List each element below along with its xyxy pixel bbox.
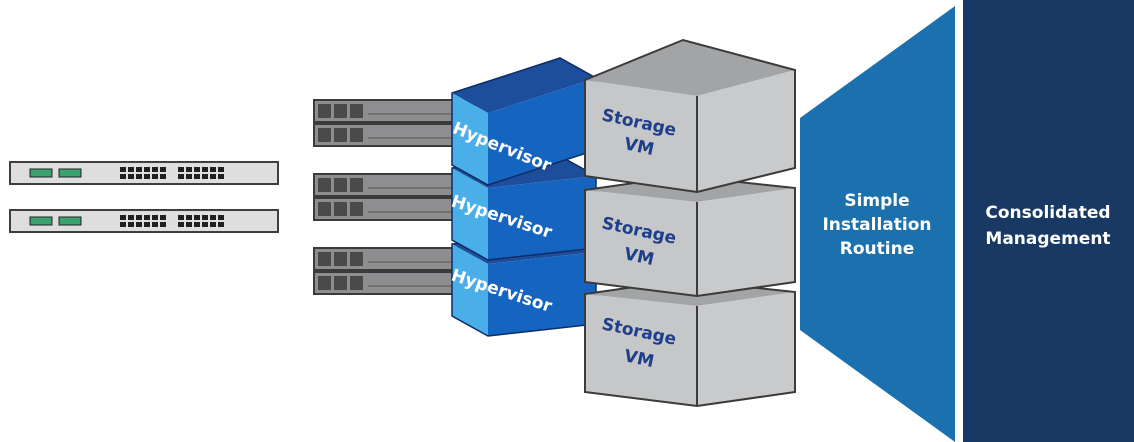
- switch-port: [202, 167, 208, 172]
- switch-port: [178, 174, 184, 179]
- switch-port: [218, 222, 224, 227]
- switch-port: [186, 167, 192, 172]
- switch-port: [128, 174, 134, 179]
- switch-port: [144, 174, 150, 179]
- switch-port: [218, 215, 224, 220]
- switch-port: [144, 215, 150, 220]
- install-panel: Simple Installation Routine: [800, 6, 955, 442]
- switch-port: [128, 222, 134, 227]
- switch-port: [178, 222, 184, 227]
- switch-port: [144, 167, 150, 172]
- switch-port: [202, 174, 208, 179]
- switch-ports: [120, 215, 224, 227]
- switch-port: [186, 174, 192, 179]
- network-switch-1: [9, 161, 279, 185]
- switch-port: [136, 167, 142, 172]
- install-panel-line3: Routine: [840, 239, 914, 259]
- server-2: [313, 173, 475, 221]
- storage-vm-1: [584, 38, 796, 194]
- switch-port: [120, 167, 126, 172]
- switch-port: [152, 222, 158, 227]
- switch-port: [186, 215, 192, 220]
- switch-port: [136, 174, 142, 179]
- management-panel-line2: Management: [985, 229, 1110, 249]
- server-3: [313, 247, 475, 295]
- switch-port: [160, 174, 166, 179]
- switch-port: [202, 222, 208, 227]
- switch-port: [136, 222, 142, 227]
- switch-port: [178, 167, 184, 172]
- switch-port: [160, 167, 166, 172]
- switch-port: [128, 167, 134, 172]
- install-panel-line1: Simple: [844, 191, 909, 211]
- switch-port: [210, 174, 216, 179]
- switch-port: [160, 222, 166, 227]
- network-switch-2: [9, 209, 279, 233]
- switch-port: [160, 215, 166, 220]
- switch-port: [210, 222, 216, 227]
- switch-port: [178, 215, 184, 220]
- management-panel: Consolidated Management: [963, 0, 1134, 442]
- switch-port: [194, 215, 200, 220]
- install-panel-line2: Installation: [822, 215, 931, 235]
- switch-port: [210, 167, 216, 172]
- switch-port: [144, 222, 150, 227]
- switch-port: [194, 174, 200, 179]
- switch-port: [152, 174, 158, 179]
- switch-port: [152, 167, 158, 172]
- hypervisor-1: [451, 57, 597, 186]
- management-panel-line1: Consolidated: [985, 203, 1110, 223]
- switch-port: [120, 174, 126, 179]
- switch-ports: [120, 167, 224, 179]
- switch-port: [194, 167, 200, 172]
- switch-port: [136, 215, 142, 220]
- switch-port: [120, 222, 126, 227]
- storage-vm-3: [584, 278, 796, 408]
- switch-port: [218, 167, 224, 172]
- switch-port: [202, 215, 208, 220]
- switch-port: [218, 174, 224, 179]
- server-1: [313, 99, 475, 147]
- switch-port: [152, 215, 158, 220]
- switch-port: [194, 222, 200, 227]
- switch-port: [128, 215, 134, 220]
- switch-port: [120, 215, 126, 220]
- switch-port: [186, 222, 192, 227]
- switch-port: [210, 215, 216, 220]
